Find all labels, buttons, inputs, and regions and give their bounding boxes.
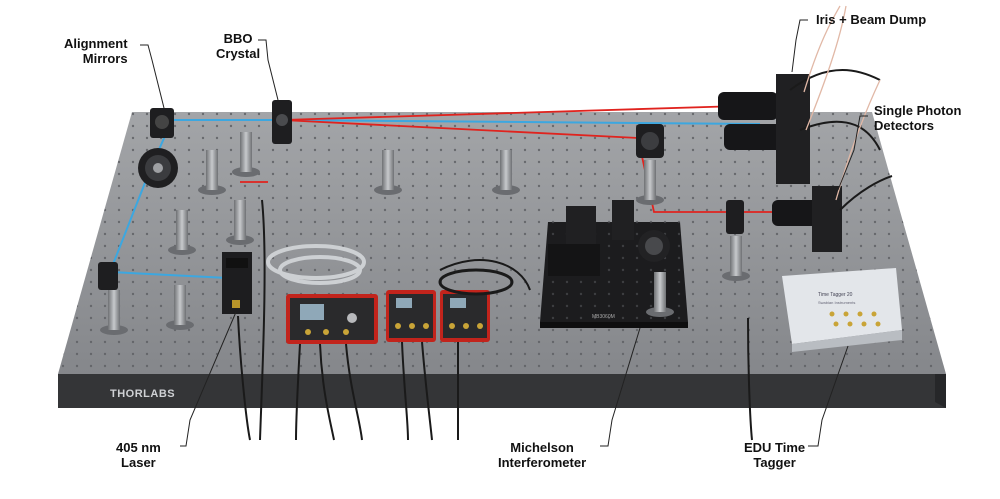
- label-laser-line1: 405 nm: [116, 440, 161, 455]
- post: [382, 150, 394, 190]
- black-cable-coil: [438, 268, 514, 296]
- michelson-mirror-b: [612, 200, 634, 240]
- optical-posts: [100, 132, 750, 335]
- post: [500, 150, 512, 190]
- label-michelson-line2: Interferometer: [498, 455, 587, 470]
- sma-port: [875, 321, 881, 327]
- label-spd-line1: Single Photon: [874, 103, 962, 118]
- label-laser-line2: Laser: [121, 455, 156, 470]
- fiber-coupler-mid: [724, 124, 782, 150]
- label-bbo-crystal: BBO Crystal: [216, 31, 260, 61]
- label-alignment-mirrors-line1: Alignment: [64, 36, 128, 51]
- label-alignment-mirrors: Alignment Mirrors: [64, 36, 128, 66]
- label-405nm-laser: 405 nm Laser: [116, 440, 161, 470]
- sma-port: [843, 311, 849, 317]
- leader-lines: [140, 19, 868, 447]
- controller-2: [386, 290, 436, 342]
- grey-cable-coil: [266, 244, 366, 285]
- table-side-edge: [935, 370, 946, 408]
- pump-beam: [108, 119, 761, 279]
- cables: [237, 69, 893, 441]
- label-spd-line2: Detectors: [874, 118, 934, 133]
- post: [206, 150, 218, 190]
- table-front-edge: [58, 374, 946, 408]
- label-alignment-mirrors-line2: Mirrors: [82, 51, 128, 66]
- tagger-brand: Time Tagger 20: [818, 292, 853, 298]
- time-tagger: Time Tagger 20 Swabian Instruments: [782, 268, 902, 352]
- post: [108, 290, 120, 330]
- table-holes: [58, 112, 946, 374]
- post: [730, 236, 742, 276]
- post: [240, 132, 252, 172]
- sma-port: [833, 321, 839, 327]
- controller-laser: [286, 294, 378, 344]
- label-iris-beam-dump: Iris + Beam Dump: [816, 12, 927, 27]
- post: [234, 200, 246, 240]
- tagger-sub: Swabian Instruments: [818, 300, 855, 305]
- sma-port: [829, 311, 835, 317]
- fiber-coupler-top: [718, 92, 778, 120]
- label-bbo-crystal-line2: Crystal: [216, 46, 261, 61]
- sma-port: [857, 311, 863, 317]
- fiber-coupler-bottom: [772, 200, 822, 226]
- controller-3: [440, 290, 490, 342]
- sma-port: [871, 311, 877, 317]
- side-mirror: [726, 200, 744, 234]
- post: [176, 210, 188, 250]
- label-michelson-interferometer: Michelson Interferometer: [498, 440, 586, 470]
- thorlabs-logo: THORLABS: [110, 388, 175, 400]
- label-tagger-line2: Tagger: [753, 455, 796, 470]
- michelson-translation-stage: [548, 244, 600, 276]
- label-tagger-line1: EDU Time: [744, 440, 806, 455]
- signal-beam: [281, 105, 741, 121]
- post: [654, 272, 666, 312]
- michelson-mirror-a: [566, 206, 596, 246]
- sma-port: [847, 321, 853, 327]
- sma-port: [861, 321, 867, 327]
- label-michelson-line1: Michelson: [510, 440, 574, 455]
- label-bbo-crystal-line1: BBO: [223, 31, 253, 46]
- label-single-photon-detectors: Single Photon Detectors: [874, 103, 961, 133]
- post: [644, 160, 656, 200]
- breadboard-text: MB3060M: [592, 314, 615, 320]
- post: [174, 285, 186, 325]
- mirror-mount-bottom: [98, 262, 118, 290]
- label-edu-time-tagger: EDU Time Tagger: [744, 440, 805, 470]
